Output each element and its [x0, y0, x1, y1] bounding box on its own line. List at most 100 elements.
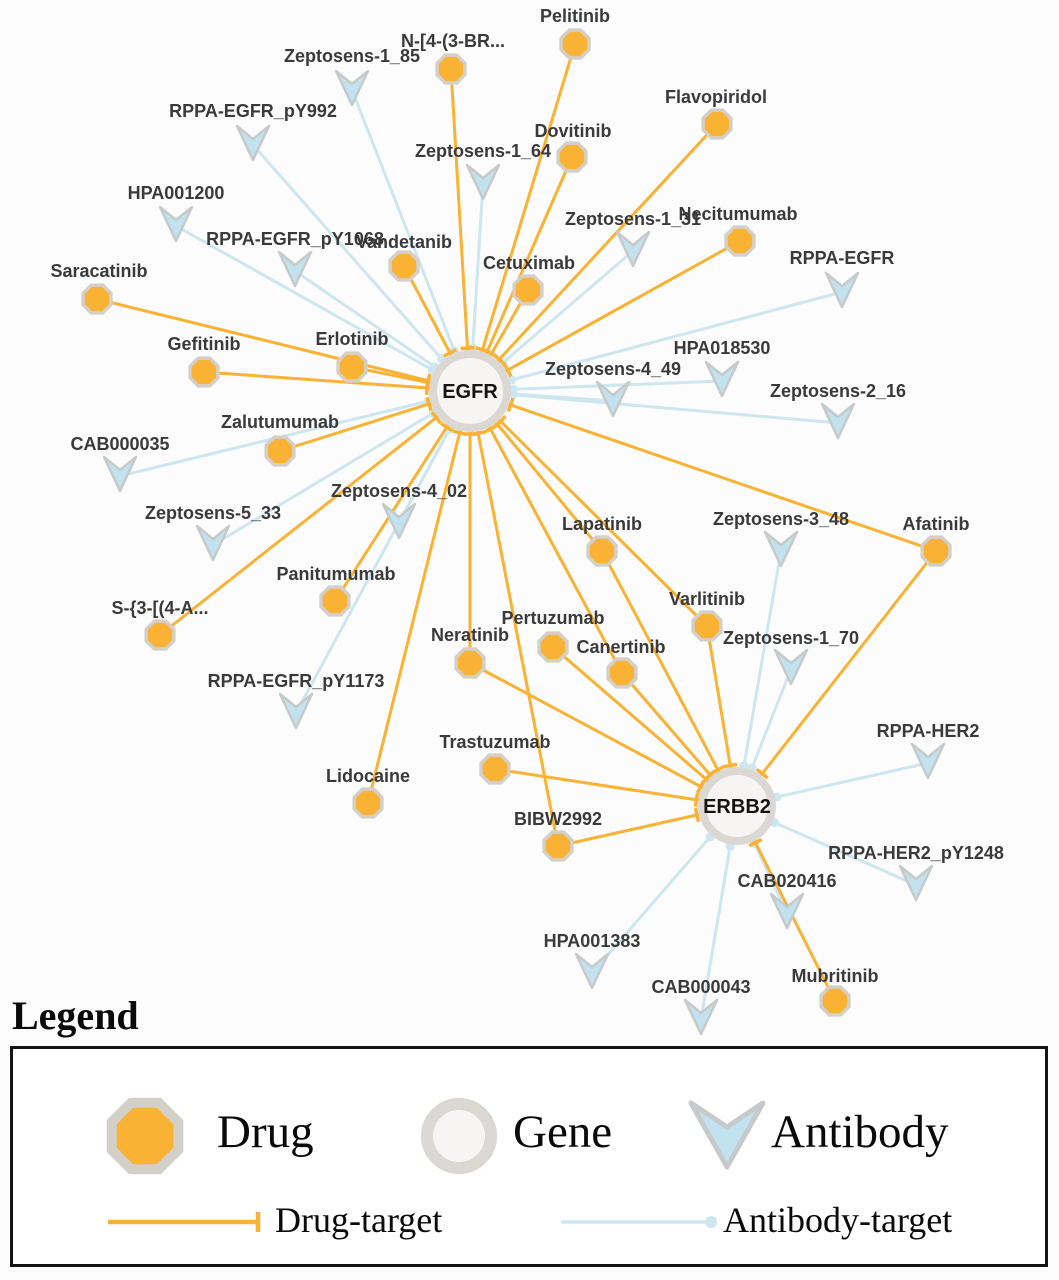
antibody-node-zeptosens-2-16 — [820, 402, 856, 440]
node-label-zeptosens-1-85: Zeptosens-1_85 — [284, 46, 420, 66]
antibody-node-cab000043 — [683, 998, 719, 1036]
antibody-node-cab000035 — [102, 455, 138, 493]
drug-node-lidocaine — [352, 787, 384, 819]
antibody-node-zeptosens-4-02 — [381, 502, 417, 540]
node-label-panitumumab: Panitumumab — [276, 564, 395, 584]
gene-label-egfr: EGFR — [442, 381, 498, 403]
node-label-mubritinib: Mubritinib — [792, 966, 879, 986]
drug-node-pelitinib — [559, 28, 591, 60]
drug-node-erlotinib — [336, 351, 368, 383]
drug-node-afatinib — [920, 535, 952, 567]
node-label-zalutumumab: Zalutumumab — [221, 412, 339, 432]
node-label-cab020416: CAB020416 — [737, 871, 836, 891]
drug-node-pertuzumab — [537, 631, 569, 663]
drug-node-mubritinib — [819, 985, 851, 1017]
node-label-zeptosens-4-02: Zeptosens-4_02 — [331, 481, 467, 501]
node-label-zeptosens-1-70: Zeptosens-1_70 — [723, 628, 859, 648]
drug-target-edge-pertuzumab-erbb2 — [552, 645, 738, 808]
drug-node-zalutumumab — [264, 435, 296, 467]
node-label-n-4-3-br: N-[4-(3-BR... — [401, 31, 505, 51]
drug-node-saracatinib — [81, 283, 113, 315]
drug-node-neratinib — [454, 647, 486, 679]
drug-node-gefitinib — [188, 356, 220, 388]
node-label-zeptosens-1-31: Zeptosens-1_31 — [565, 209, 701, 229]
antibody-node-hpa001200 — [158, 205, 194, 243]
drug-target-edge-bibw2992-egfr — [468, 390, 560, 847]
antibody-node-rppa-egfr-py1068 — [277, 250, 313, 288]
node-label-neratinib: Neratinib — [431, 625, 509, 645]
label-layer: EGFRERBB2Zeptosens-1_85RPPA-EGFR_pY992HP… — [50, 6, 1003, 997]
node-label-necitumumab: Necitumumab — [678, 204, 797, 224]
node-label-pelitinib: Pelitinib — [540, 6, 610, 26]
drug-node-lapatinib — [586, 535, 618, 567]
antibody-node-zeptosens-1-31 — [615, 230, 651, 268]
legend-drug-label: Drug — [217, 1106, 314, 1158]
drug-target-edge-pelitinib-egfr — [468, 43, 577, 392]
antibody-node-zeptosens-4-49 — [595, 380, 631, 418]
node-label-flavopiridol: Flavopiridol — [665, 87, 767, 107]
node-label-trastuzumab: Trastuzumab — [439, 732, 550, 752]
node-label-zeptosens-2-16: Zeptosens-2_16 — [770, 381, 906, 401]
drug-target-edge-afatinib-egfr — [469, 389, 937, 553]
drug-node-canertinib — [606, 657, 638, 689]
node-label-canertinib: Canertinib — [576, 637, 665, 657]
antibody-node-icon — [688, 1100, 766, 1170]
antibody-node-hpa001383 — [574, 952, 610, 990]
antibody-node-zeptosens-5-33 — [195, 524, 231, 562]
gene-node-erbb2 — [698, 767, 776, 845]
node-label-lapatinib: Lapatinib — [562, 514, 642, 534]
antibody-node-rppa-her2 — [910, 742, 946, 780]
antibody-node-cab020416 — [769, 892, 805, 930]
node-label-cetuximab: Cetuximab — [483, 253, 575, 273]
node-label-s-3-4-a: S-{3-[(4-A... — [111, 598, 208, 618]
node-label-zeptosens-3-48: Zeptosens-3_48 — [713, 509, 849, 529]
antibody-node-zeptosens-1-85 — [334, 69, 370, 107]
antibody-node-rppa-her2-py1248 — [898, 864, 934, 902]
drug-node-n-4-3-br — [435, 53, 467, 85]
gene-label-erbb2: ERBB2 — [703, 796, 771, 818]
node-label-erlotinib: Erlotinib — [316, 329, 389, 349]
node-label-rppa-egfr-py1173: RPPA-EGFR_pY1173 — [208, 671, 385, 691]
node-label-rppa-her2-py1248: RPPA-HER2_pY1248 — [828, 843, 1004, 863]
gene-node-icon — [421, 1098, 497, 1174]
antibody-node-rppa-egfr-py992 — [235, 124, 271, 162]
drug-target-edge-afatinib-erbb2 — [735, 550, 938, 807]
node-label-varlitinib: Varlitinib — [669, 589, 745, 609]
node-label-dovitinib: Dovitinib — [535, 121, 612, 141]
node-label-rppa-her2: RPPA-HER2 — [877, 721, 980, 741]
legend-antibody-target-label: Antibody-target — [723, 1200, 953, 1240]
drug-node-icon — [106, 1097, 184, 1175]
legend-title: Legend — [12, 993, 139, 1038]
antibody-node-rppa-egfr-py1173 — [278, 692, 314, 730]
node-label-zeptosens-4-49: Zeptosens-4_49 — [545, 359, 681, 379]
antibody-node-zeptosens-1-70 — [773, 648, 809, 686]
drug-node-trastuzumab — [479, 753, 511, 785]
drug-target-edge-s-3-4-a-egfr — [159, 389, 471, 637]
node-label-saracatinib: Saracatinib — [50, 261, 147, 281]
antibody-target-edge-rppa-egfr-py1173-egfr — [294, 390, 472, 714]
antibody-node-zeptosens-1-64 — [465, 163, 501, 201]
node-label-vandetanib: Vandetanib — [356, 232, 452, 252]
drug-node-cetuximab — [512, 274, 544, 306]
drug-target-edge-lidocaine-egfr — [366, 390, 472, 804]
node-label-rppa-egfr-py1068: RPPA-EGFR_pY1068 — [206, 229, 384, 249]
node-label-pertuzumab: Pertuzumab — [501, 608, 604, 628]
node-label-gefitinib: Gefitinib — [168, 334, 241, 354]
node-label-zeptosens-5-33: Zeptosens-5_33 — [145, 503, 281, 523]
drug-node-varlitinib — [691, 610, 723, 642]
node-label-hpa001383: HPA001383 — [544, 931, 641, 951]
node-label-rppa-egfr: RPPA-EGFR — [790, 248, 895, 268]
drug-target-edge-panitumumab-egfr — [333, 390, 472, 602]
node-label-cab000043: CAB000043 — [651, 977, 750, 997]
drug-target-edge-varlitinib-egfr — [468, 389, 709, 628]
drug-target-edge-trastuzumab-erbb2 — [494, 767, 738, 808]
legend-gene-label: Gene — [513, 1106, 613, 1158]
node-label-hpa001200: HPA001200 — [128, 183, 225, 203]
drug-target-edge-necitumumab-egfr — [469, 239, 741, 393]
antibody-node-zeptosens-3-48 — [763, 530, 799, 568]
node-label-lidocaine: Lidocaine — [326, 766, 410, 786]
drug-node-panitumumab — [319, 585, 351, 617]
drug-node-vandetanib — [388, 250, 420, 282]
node-layer — [81, 28, 952, 1036]
node-label-cab000035: CAB000035 — [70, 434, 169, 454]
